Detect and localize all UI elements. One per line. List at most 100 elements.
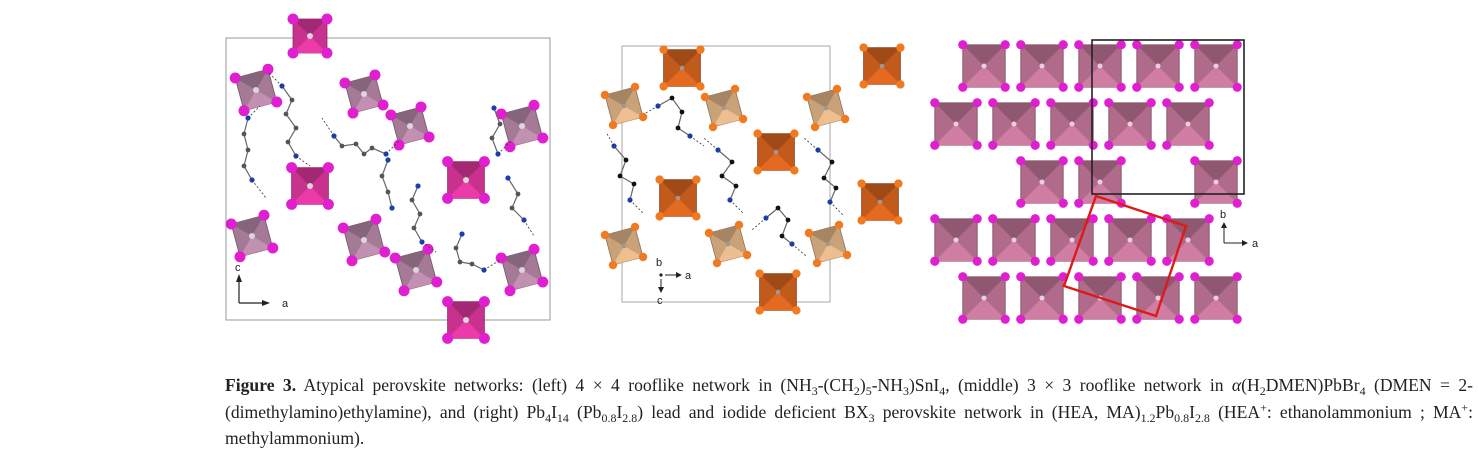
carbon-atom: [733, 183, 739, 189]
halide-atom: [1030, 98, 1040, 108]
halide-atom: [630, 82, 640, 92]
octahedron-light-face: [1078, 182, 1122, 204]
halide-atom: [415, 101, 427, 113]
octahedron-light-face: [510, 126, 543, 147]
halide-atom: [958, 40, 968, 50]
halide-atom: [1174, 40, 1184, 50]
halide-atom: [1104, 98, 1114, 108]
halide-atom: [1046, 256, 1056, 266]
hydrogen-bond: [689, 135, 705, 147]
octahedron-light-face: [815, 108, 846, 128]
octahedron-light-face: [1194, 298, 1238, 320]
octahedron: [1016, 272, 1068, 324]
caption-segment: 3: [868, 410, 875, 425]
caption-segment: Pb: [1155, 401, 1175, 422]
octahedron-dark-face: [1136, 44, 1180, 66]
halide-atom: [1232, 40, 1242, 50]
organic-chain: [279, 83, 299, 159]
halide-atom: [790, 166, 799, 175]
halide-atom: [659, 45, 668, 54]
octahedron-dark-face: [708, 224, 739, 244]
halide-atom: [730, 84, 740, 94]
octahedron: [958, 40, 1010, 92]
octahedron: [753, 129, 799, 175]
halide-atom: [393, 139, 405, 151]
hydrogen-bond: [421, 241, 437, 253]
halide-atom: [1104, 140, 1114, 150]
caption-text: Atypical perovskite networks: (left) 4 ×…: [225, 375, 1473, 448]
octahedron: [442, 296, 490, 344]
octahedron: [287, 13, 333, 59]
octahedron-light-face: [1194, 182, 1238, 204]
metal-atom: [1011, 121, 1017, 127]
halide-atom: [1088, 140, 1098, 150]
carbon-atom: [679, 109, 685, 115]
metal-atom: [518, 266, 526, 274]
halide-atom: [753, 166, 762, 175]
organic-chain: [715, 147, 739, 203]
halide-atom: [857, 216, 866, 225]
metal-atom: [518, 122, 526, 130]
halide-atom: [692, 212, 701, 221]
nitrogen-atom: [505, 175, 511, 181]
octahedron-light-face: [1108, 240, 1152, 262]
hydrogen-bond: [803, 137, 819, 151]
octahedron-light-face: [613, 246, 644, 266]
carbon-atom: [631, 181, 637, 187]
caption-segment: 3: [902, 383, 909, 398]
halide-atom: [1204, 98, 1214, 108]
carbon-atom: [283, 111, 289, 117]
halide-atom: [1116, 82, 1126, 92]
octahedron-dark-face: [934, 218, 978, 240]
octahedron-light-face: [1166, 240, 1210, 262]
hydrogen-bond: [497, 139, 513, 155]
octahedron: [1190, 40, 1242, 92]
octahedron-light-face: [1108, 124, 1152, 146]
octahedron: [655, 175, 701, 221]
halide-atom: [1116, 272, 1126, 282]
nitrogen-atom: [415, 183, 421, 189]
unit-cell-box: [225, 37, 551, 321]
left-structure-panel: c a: [222, 8, 562, 348]
halide-atom: [1104, 214, 1114, 224]
halide-atom: [972, 256, 982, 266]
octahedron: [1074, 40, 1126, 92]
halide-atom: [1058, 156, 1068, 166]
octahedron-dark-face: [1108, 218, 1152, 240]
octahedron: [755, 269, 801, 315]
halide-atom: [1104, 256, 1114, 266]
halide-atom: [442, 156, 454, 168]
caption-segment: (H: [1241, 375, 1260, 395]
hydrogen-bond: [251, 179, 267, 199]
halide-atom: [377, 99, 389, 111]
halide-atom: [1132, 82, 1142, 92]
carbon-atom: [515, 191, 521, 197]
halide-atom: [262, 63, 274, 75]
carbon-atom: [385, 189, 391, 195]
organic-chain: [453, 231, 487, 273]
metal-atom: [412, 266, 420, 274]
octahedron: [1132, 272, 1184, 324]
octahedron-dark-face: [806, 88, 837, 108]
octahedron-light-face: [663, 68, 701, 87]
halide-atom: [708, 122, 718, 132]
halide-atom: [495, 252, 507, 264]
halide-atom: [1016, 82, 1026, 92]
octahedron-light-face: [934, 240, 978, 262]
caption-segment: 2.8: [622, 410, 638, 425]
hydrogen-bond: [295, 155, 311, 167]
octahedron-dark-face: [447, 301, 485, 320]
octahedron: [857, 179, 903, 225]
halide-atom: [1174, 314, 1184, 324]
halide-atom: [537, 132, 549, 144]
carbon-atom: [829, 159, 835, 165]
halide-atom: [1132, 314, 1142, 324]
octahedron: [804, 220, 852, 268]
halide-atom: [537, 276, 549, 288]
octahedron-light-face: [861, 202, 899, 221]
halide-atom: [322, 162, 334, 174]
carbon-atom: [369, 145, 375, 151]
octahedron: [859, 43, 905, 89]
metal-atom: [1213, 63, 1219, 69]
octahedron-dark-face: [1194, 44, 1238, 66]
